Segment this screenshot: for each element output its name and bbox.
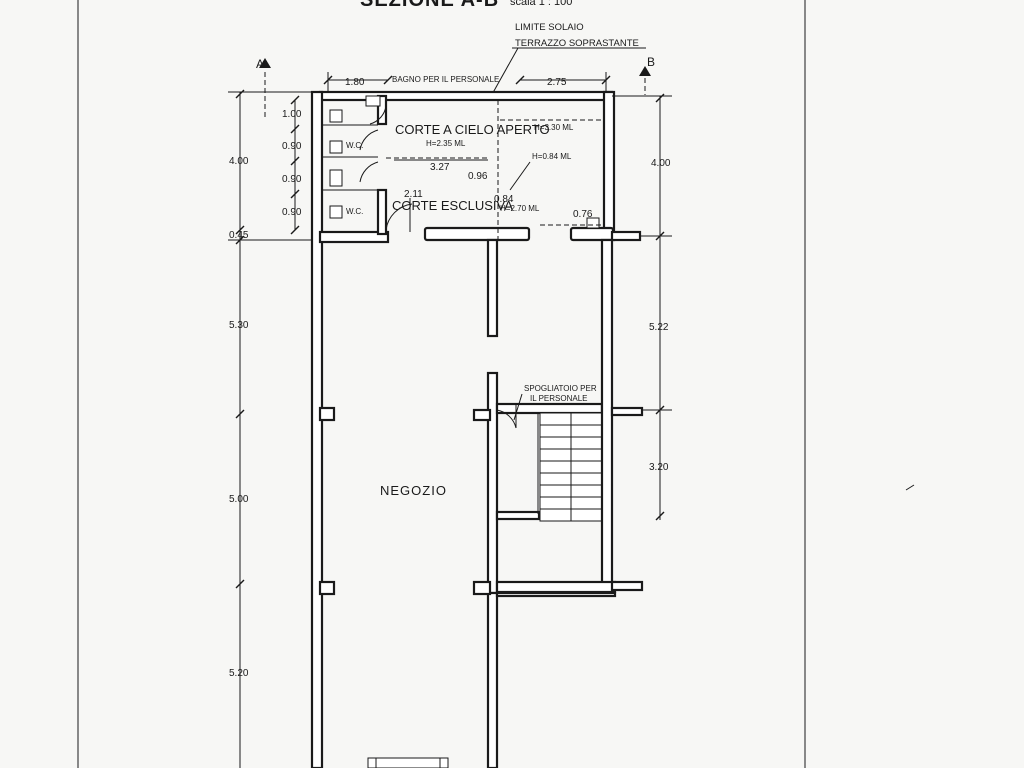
dim-0-84: 0.84 — [494, 194, 514, 205]
pencil-mark — [905, 484, 915, 491]
section-arrow-a — [259, 58, 271, 68]
wc-fixture-3 — [329, 205, 343, 219]
note-limite-solaio-1: LIMITE SOLAIO — [515, 22, 584, 33]
dim-left-5-30: 5.30 — [229, 320, 249, 331]
wall-center-middle — [486, 371, 499, 595]
dim-corte-width: 3.27 — [430, 162, 450, 173]
label-h-270: H=2.70 ML — [500, 204, 540, 213]
dim-0-76: 0.76 — [573, 209, 593, 220]
label-h-corte: H=2.35 ML — [426, 139, 466, 148]
door-swing-spogliatoio — [496, 409, 517, 429]
label-spogliatoio-1: SPOGLIATOIO PER — [524, 384, 597, 393]
section-marker-a: A — [256, 57, 264, 71]
staircase — [539, 412, 603, 522]
door-swing-bagno — [369, 105, 387, 125]
wall-neighbor-bottom — [610, 580, 644, 592]
wall-left — [310, 90, 324, 768]
wall-spogliatoio-top — [495, 402, 604, 415]
dim-top-right: 2.75 — [547, 77, 567, 88]
dim-left-4-00: 4.00 — [229, 156, 249, 167]
sink-corte — [586, 217, 600, 229]
wall-right-upper — [602, 90, 616, 242]
pilaster-center-2 — [472, 580, 492, 596]
dim-wc-0-90-a: 0.90 — [282, 141, 302, 152]
wall-center-lower — [486, 591, 499, 768]
note-limite-solaio-2: TERRAZZO SOPRASTANTE — [515, 38, 639, 49]
label-wc-1: W.C. — [346, 141, 363, 150]
dim-0-96: 0.96 — [468, 171, 488, 182]
wall-wc-partition-top — [376, 94, 388, 126]
wall-top — [318, 90, 614, 102]
dim-right-4-00: 4.00 — [651, 158, 671, 169]
dim-wc-0-90-b: 0.90 — [282, 174, 302, 185]
wall-right-middle — [600, 238, 614, 588]
label-negozio: NEGOZIO — [380, 483, 447, 498]
pilaster-center-1 — [472, 408, 492, 422]
dim-top-left: 1.80 — [345, 77, 365, 88]
entrance-threshold — [367, 757, 449, 768]
wall-wc-partition-bottom — [376, 188, 388, 236]
note-leader — [489, 47, 519, 99]
label-bagno-personale: BAGNO PER IL PERSONALE — [392, 75, 499, 84]
sink-bagno — [365, 95, 381, 107]
drawing-title: SEZIONE A-B — [360, 0, 499, 11]
section-arrow-b — [639, 66, 651, 76]
pilaster-left-2 — [318, 580, 336, 596]
washbasin-fixture — [329, 169, 343, 187]
wall-spogliatoio-bottom — [495, 510, 541, 521]
wall-neighbor-mid — [610, 406, 644, 417]
dim-right-3-20: 3.20 — [649, 462, 669, 473]
wall-corte-bottom-center — [423, 226, 531, 242]
wall-service-bottom — [318, 230, 390, 244]
wall-center-upper — [486, 238, 499, 338]
dim-wc-0-90-c: 0.90 — [282, 207, 302, 218]
section-marker-b: B — [647, 55, 655, 69]
dim-left-0-45: 0.45 — [229, 230, 249, 241]
pilaster-left-1 — [318, 406, 336, 422]
wall-negozio-right-bottom — [495, 580, 617, 594]
dim-right-5-22: 5.22 — [649, 322, 669, 333]
wall-corte-bottom-right — [569, 226, 615, 242]
label-spogliatoio-2: IL PERSONALE — [530, 394, 588, 403]
door-swing-corte — [385, 203, 413, 231]
wall-neighbor-top — [610, 230, 642, 242]
drawing-scale: scala 1 : 100 — [510, 0, 572, 8]
door-swing-wc2 — [359, 161, 379, 183]
label-corte-esclusiva: CORTE ESCLUSIVA — [392, 198, 513, 213]
dim-left-5-00: 5.00 — [229, 494, 249, 505]
wc-fixture-1 — [329, 109, 343, 123]
label-h-084: H=0.84 ML — [532, 152, 572, 161]
dim-wc-1-00: 1.00 — [282, 109, 302, 120]
door-swing-wc1 — [359, 129, 379, 151]
label-wc-2: W.C. — [346, 207, 363, 216]
label-corte-cielo-aperto: CORTE A CIELO APERTO — [395, 122, 550, 137]
label-h-330: H=3.30 ML — [534, 123, 574, 132]
dim-2-11: 2.11 — [404, 189, 423, 200]
wc-fixture-2 — [329, 140, 343, 154]
dim-left-5-20: 5.20 — [229, 668, 249, 679]
